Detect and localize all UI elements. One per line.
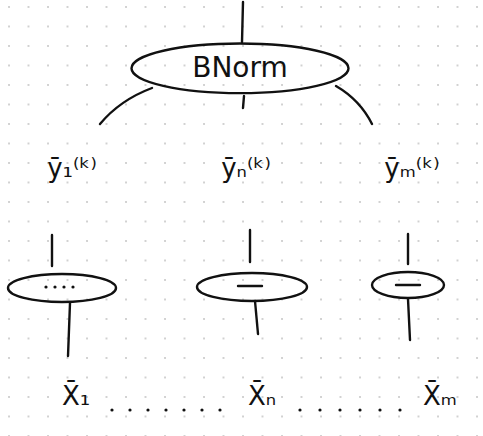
input-line: [100, 88, 152, 124]
wire: [407, 234, 409, 264]
node-label: BNorm: [192, 53, 288, 84]
input-line: [336, 86, 372, 124]
variable-label: X̄ₘ: [423, 382, 457, 411]
input-line: [243, 96, 244, 108]
output-line: [242, 2, 243, 42]
wire: [68, 303, 70, 356]
dots: [44, 285, 401, 411]
variable-label: ȳₘ⁽ᵏ⁾: [384, 154, 439, 183]
small-ellipse: [197, 273, 307, 301]
wire: [255, 301, 258, 334]
variable-label: ȳ₁⁽ᵏ⁾: [47, 154, 97, 183]
variable-label: X̄ₙ: [248, 382, 276, 411]
ellipse-node: BNorm: [130, 42, 350, 95]
variable-label: ȳₙ⁽ᵏ⁾: [221, 154, 271, 183]
dash-mark: [238, 285, 262, 287]
wire: [51, 235, 53, 266]
variable-label: X̄₁: [62, 382, 90, 411]
small-ellipse: [8, 274, 116, 302]
wire: [408, 299, 410, 340]
wire: [249, 230, 251, 262]
small-ellipse: [372, 272, 444, 298]
dash-mark: [396, 284, 420, 286]
